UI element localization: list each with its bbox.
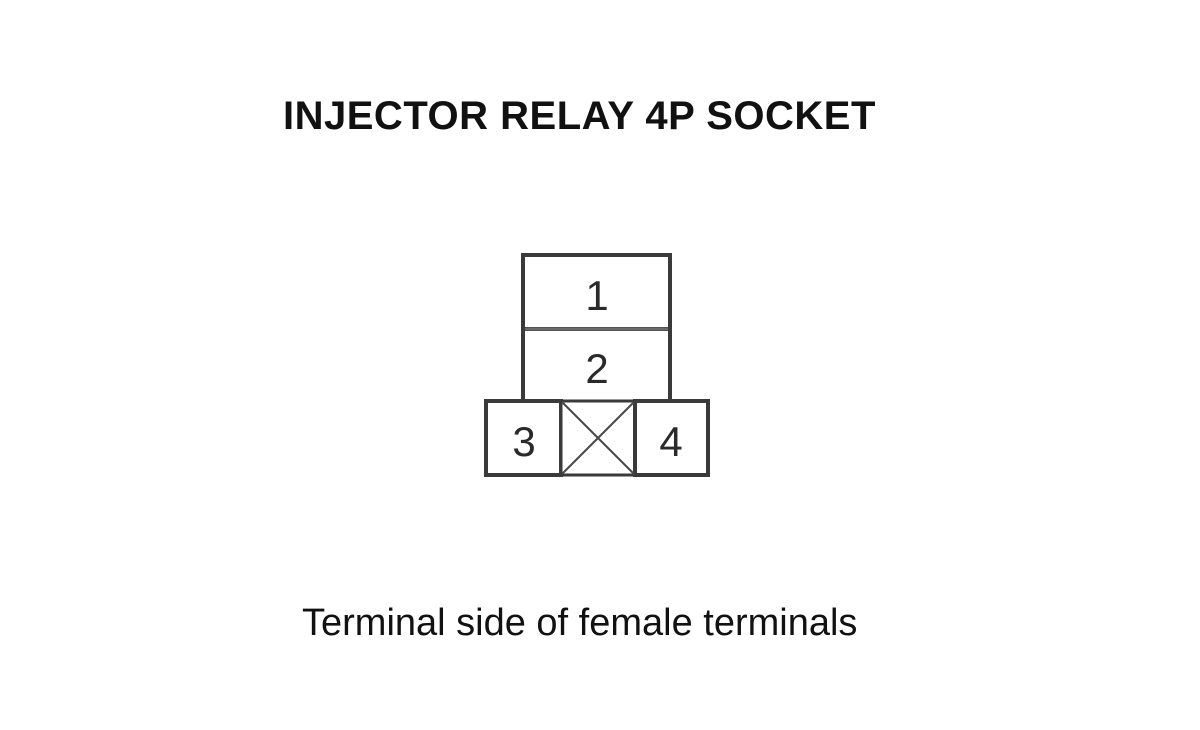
blank-cavity-cross-b — [561, 401, 635, 475]
terminal-3-cell — [484, 399, 563, 477]
terminal-3-label: 3 — [512, 418, 535, 465]
terminal-4-label: 4 — [659, 418, 682, 465]
terminal-1-cell — [521, 253, 672, 331]
terminal-1-label: 1 — [585, 272, 608, 319]
diagram-caption: Terminal side of female terminals — [302, 602, 858, 644]
terminal-4-cell — [633, 399, 710, 477]
terminal-2-label: 2 — [585, 345, 608, 392]
diagram-title: INJECTOR RELAY 4P SOCKET — [283, 94, 876, 138]
